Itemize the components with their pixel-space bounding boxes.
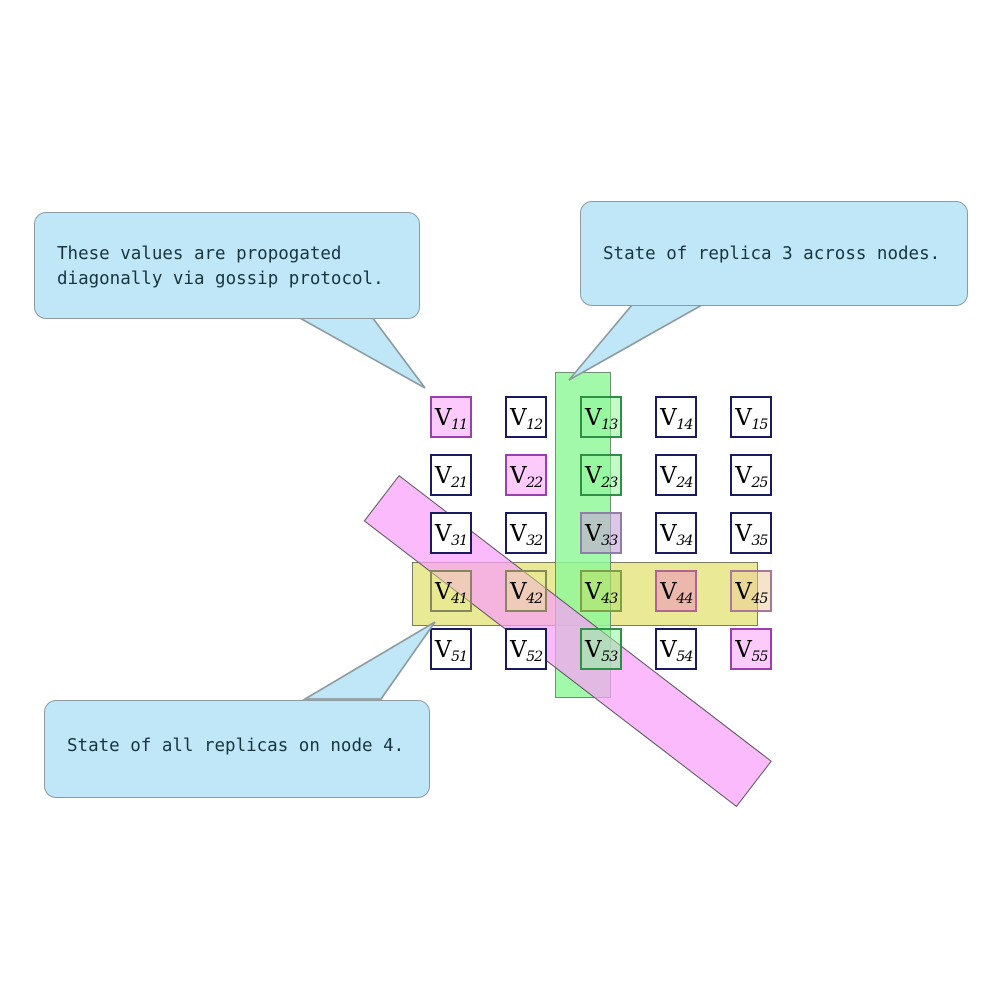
cell-label: V15 xyxy=(735,405,768,433)
callout-replica-3-text: State of replica 3 across nodes. xyxy=(603,244,941,264)
grid-cell-v25[interactable]: V25 xyxy=(730,454,773,496)
cell-label: V21 xyxy=(434,463,468,491)
grid-cell-v21[interactable]: V21 xyxy=(430,454,472,496)
cell-label: V12 xyxy=(509,405,543,433)
grid-cell-v12[interactable]: V12 xyxy=(505,396,548,438)
grid-cell-v55[interactable]: V55 xyxy=(730,628,773,670)
grid-cell-v53[interactable]: V53 xyxy=(580,628,623,670)
cell-label: V55 xyxy=(735,637,768,665)
grid-cell-v35[interactable]: V35 xyxy=(730,512,773,554)
grid-cell-v31[interactable]: V31 xyxy=(430,512,472,554)
cell-label: V33 xyxy=(585,521,618,549)
grid-cell-v41[interactable]: V41 xyxy=(430,570,472,612)
grid-cell-v44[interactable]: V44 xyxy=(655,570,698,612)
cell-label: V41 xyxy=(434,579,468,607)
grid-row: V51 V52 V53 V54 V55 xyxy=(430,628,773,686)
callout-node-4-text: State of all replicas on node 4. xyxy=(67,736,405,756)
node-callout-tail xyxy=(301,621,436,700)
callout-gossip-text: These values are propogated diagonally v… xyxy=(57,244,384,289)
cell-label: V43 xyxy=(585,579,618,607)
grid-cell-v51[interactable]: V51 xyxy=(430,628,472,670)
grid-cell-v52[interactable]: V52 xyxy=(505,628,548,670)
cell-label: V32 xyxy=(509,521,543,549)
grid-cell-v45[interactable]: V45 xyxy=(730,570,773,612)
cell-label: V42 xyxy=(509,579,543,607)
callout-node-4: State of all replicas on node 4. xyxy=(44,700,430,798)
grid-cell-v14[interactable]: V14 xyxy=(655,396,698,438)
callout-replica-3: State of replica 3 across nodes. xyxy=(580,201,968,306)
grid-cell-v42[interactable]: V42 xyxy=(505,570,548,612)
grid-cell-v33[interactable]: V33 xyxy=(580,512,623,554)
cell-label: V11 xyxy=(434,405,468,433)
grid-cell-v15[interactable]: V15 xyxy=(730,396,773,438)
cell-label: V25 xyxy=(735,463,768,491)
cell-label: V51 xyxy=(434,637,468,665)
cell-label: V31 xyxy=(434,521,468,549)
grid-cell-v24[interactable]: V24 xyxy=(655,454,698,496)
gossip-callout-tail xyxy=(294,316,426,389)
grid-row: V11 V12 V13 V14 V15 xyxy=(430,396,773,454)
grid-row: V31 V32 V33 V34 V35 xyxy=(430,512,773,570)
grid-cell-v54[interactable]: V54 xyxy=(655,628,698,670)
callout-gossip: These values are propogated diagonally v… xyxy=(34,212,420,319)
cell-label: V24 xyxy=(660,463,693,491)
grid-cell-v13[interactable]: V13 xyxy=(580,396,623,438)
grid-cell-v23[interactable]: V23 xyxy=(580,454,623,496)
grid-cell-v43[interactable]: V43 xyxy=(580,570,623,612)
grid-row: V41 V42 V43 V44 V45 xyxy=(430,570,773,628)
replica-callout-tail xyxy=(568,304,706,381)
cell-label: V52 xyxy=(509,637,543,665)
grid-cell-v32[interactable]: V32 xyxy=(505,512,548,554)
grid-row: V21 V22 V23 V24 V25 xyxy=(430,454,773,512)
cell-label: V22 xyxy=(509,463,543,491)
grid-cell-v11[interactable]: V11 xyxy=(430,396,472,438)
cell-label: V14 xyxy=(660,405,693,433)
cell-label: V35 xyxy=(735,521,768,549)
cell-label: V44 xyxy=(660,579,693,607)
grid-cell-v34[interactable]: V34 xyxy=(655,512,698,554)
cell-label: V23 xyxy=(585,463,618,491)
replica-node-grid: V11 V12 V13 V14 V15 V21 V22 V23 xyxy=(430,396,773,686)
cell-label: V13 xyxy=(585,405,618,433)
cell-label: V34 xyxy=(660,521,693,549)
cell-label: V53 xyxy=(585,637,618,665)
grid-cell-v22[interactable]: V22 xyxy=(505,454,548,496)
cell-label: V45 xyxy=(735,579,768,607)
cell-label: V54 xyxy=(660,637,693,665)
